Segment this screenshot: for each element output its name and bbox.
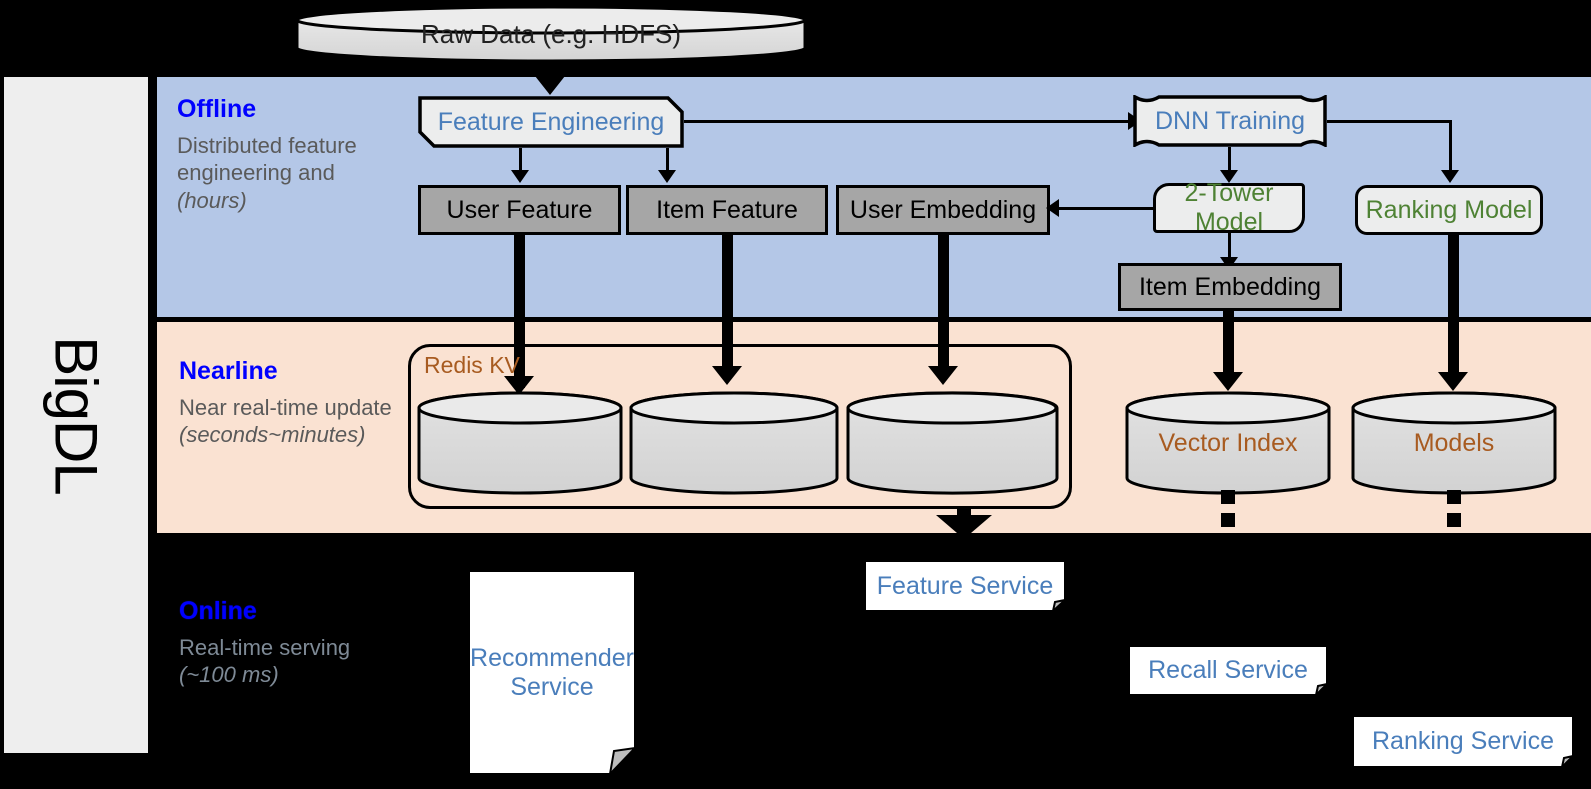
user-embedding-node[interactable]: User Embedding	[836, 185, 1050, 235]
raw-data-label: Raw Data (e.g. HDFS)	[420, 18, 682, 49]
offline-caption: Offline Distributed feature engineering …	[177, 95, 405, 215]
connector-itememb-vectorindex	[1223, 310, 1234, 380]
feature-engineering-node[interactable]: Feature Engineering	[418, 96, 684, 148]
vector-index-cylinder[interactable]: Vector Index	[1124, 390, 1332, 496]
recommender-service-node[interactable]: Recommender Service	[468, 570, 636, 775]
feature-service-node[interactable]: Feature Service	[864, 560, 1066, 612]
connector-rawdata-fe	[549, 62, 552, 80]
document-shape	[468, 570, 636, 775]
connector-userfeature-kv	[514, 233, 525, 388]
connector-2tower-userembedding	[1058, 207, 1156, 210]
document-shape	[864, 560, 1066, 612]
arrowhead-featureservice	[936, 515, 992, 539]
arrowhead-dnn-2tower	[1220, 170, 1238, 183]
concave-corner-shape	[1133, 95, 1327, 147]
ranking-service-node[interactable]: Ranking Service	[1352, 715, 1574, 768]
arrowhead-2tower-userembedding	[1046, 199, 1059, 217]
connector-stub-models-out	[1447, 490, 1461, 504]
kv-store-cylinder-1[interactable]	[416, 390, 624, 496]
kv-store-label-3	[845, 390, 1060, 496]
item-feature-label: Item Feature	[656, 195, 798, 224]
nearline-caption: Nearline Near real-time update (seconds~…	[179, 357, 407, 449]
feature-service-label: Feature Service	[876, 571, 1054, 600]
redis-kv-container	[408, 344, 1072, 509]
bigdl-sidebar: BigDL	[4, 77, 148, 753]
user-embedding-label: User Embedding	[849, 195, 1037, 224]
connector-stub-vectorindex-out	[1221, 490, 1235, 504]
arrowhead-dnn-ranking	[1441, 170, 1459, 183]
cylinder-shape	[1351, 391, 1557, 495]
arrowhead-itememb-vectorindex	[1213, 372, 1243, 391]
cylinder-shape	[846, 391, 1059, 495]
arrowhead-userembedding-kv	[928, 366, 958, 385]
connector-fe-userfeature	[519, 148, 522, 170]
item-feature-node[interactable]: Item Feature	[626, 185, 828, 235]
recall-service-label: Recall Service	[1148, 656, 1308, 684]
cylinder-shape	[1125, 391, 1331, 495]
connector-2tower-itememb	[1228, 233, 1231, 258]
dnn-training-label: DNN Training	[1154, 106, 1306, 135]
raw-data-cylinder: Raw Data (e.g. HDFS)	[294, 4, 808, 64]
connector-dnn-2tower	[1228, 147, 1231, 171]
feature-engineering-label: Feature Engineering	[437, 107, 665, 136]
recall-service-node[interactable]: Recall Service	[1128, 645, 1328, 696]
two-tower-model-label: 2-Tower Model	[1184, 179, 1274, 236]
offline-description-text: Distributed feature engineering and	[177, 132, 357, 186]
item-embedding-node[interactable]: Item Embedding	[1118, 263, 1342, 311]
models-cylinder[interactable]: Models	[1350, 390, 1558, 496]
two-tower-model-node[interactable]: 2-Tower Model	[1153, 179, 1305, 236]
ranking-model-label: Ranking Model	[1365, 195, 1533, 224]
document-shape	[1128, 645, 1328, 696]
cylinder-shape	[629, 391, 839, 495]
cylinder-shape	[295, 5, 807, 63]
arrowhead-fe-userfeature	[511, 170, 529, 183]
models-label: Models	[1413, 428, 1495, 457]
connector-dnn-ranking-v	[1449, 120, 1452, 170]
nearline-title: Nearline	[179, 357, 278, 385]
connector-userembedding-kv	[938, 233, 949, 376]
arrowhead-userfeature-kv	[504, 376, 534, 395]
online-caption: Online Real-time serving (~100 ms)	[179, 597, 407, 689]
connector-itemfeature-kv	[722, 233, 733, 376]
kv-store-cylinder-3[interactable]	[845, 390, 1060, 496]
connector-rankingmodel-models	[1448, 233, 1459, 381]
arrowhead-fe-itemfeature	[658, 170, 676, 183]
arrowhead-itemfeature-kv	[712, 366, 742, 385]
connector-fe-itemfeature	[666, 148, 669, 170]
redis-kv-label: Redis KV	[424, 352, 520, 378]
recommender-service-label: Recommender Service	[470, 643, 634, 701]
offline-description-italic: (hours)	[177, 187, 247, 213]
online-description-text: Real-time serving	[179, 634, 351, 660]
user-feature-label: User Feature	[446, 195, 593, 224]
nearline-description: Near real-time update (seconds~minutes)	[179, 394, 407, 449]
connector-fe-dnn	[684, 120, 1134, 123]
bigdl-sidebar-label: BigDL	[4, 77, 148, 753]
connector-stub-vectorindex-out2	[1221, 513, 1235, 527]
offline-description: Distributed feature engineering and (hou…	[177, 132, 405, 215]
connector-stub-models-out2	[1447, 513, 1461, 527]
arrowhead-rankingmodel-models	[1438, 372, 1468, 391]
vector-index-label: Vector Index	[1158, 428, 1298, 457]
bigdl-text: BigDL	[42, 335, 110, 495]
cylinder-shape	[417, 391, 623, 495]
user-feature-node[interactable]: User Feature	[418, 185, 621, 235]
online-title: Online	[179, 597, 257, 625]
arrowhead-rawdata-fe	[535, 76, 565, 95]
ranking-service-label: Ranking Service	[1371, 727, 1555, 755]
offline-title: Offline	[177, 95, 257, 123]
online-description: Real-time serving (~100 ms)	[179, 634, 407, 689]
kv-store-label-2	[628, 390, 840, 496]
cut-corner-shape	[418, 96, 684, 148]
ranking-model-node[interactable]: Ranking Model	[1355, 185, 1543, 235]
kv-store-cylinder-2[interactable]	[628, 390, 840, 496]
document-shape	[1352, 715, 1574, 768]
online-description-italic: (~100 ms)	[179, 662, 279, 688]
nearline-description-text: Near real-time update	[179, 394, 392, 420]
nearline-description-italic: (seconds~minutes)	[179, 422, 366, 448]
kv-store-label-1	[416, 390, 624, 496]
dnn-training-node[interactable]: DNN Training	[1133, 95, 1327, 147]
item-embedding-label: Item Embedding	[1138, 272, 1322, 301]
connector-dnn-ranking-h	[1327, 120, 1452, 123]
